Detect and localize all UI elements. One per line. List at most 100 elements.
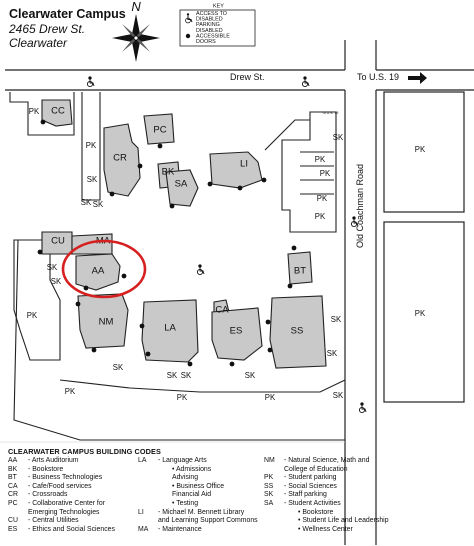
building-cr bbox=[103, 123, 141, 197]
legend-code: NM bbox=[264, 457, 275, 464]
address-line2: Clearwater bbox=[9, 36, 68, 50]
legend-description: • Business Office bbox=[172, 482, 225, 490]
wheelchair-icon bbox=[86, 76, 95, 88]
legend-code: CU bbox=[8, 517, 18, 525]
legend-entry: PC- Collaborative Center for bbox=[8, 500, 140, 509]
lot-label-sk: SK bbox=[333, 133, 344, 142]
legend-description: • Testing bbox=[172, 499, 199, 507]
key-item-1-line1: ACCESS TO bbox=[196, 11, 227, 17]
building-bt bbox=[287, 251, 313, 285]
legend-entry: NM - Natural Science, Math and bbox=[264, 457, 464, 466]
legend-description: - Collaborative Center for bbox=[28, 499, 105, 507]
legend-code: LA bbox=[138, 457, 147, 464]
legend-code bbox=[264, 517, 284, 526]
lot-labels: PK PK SK SK SK SK PK PK PK PK PK PK SK S… bbox=[27, 107, 426, 402]
accessible-door-dot-icon bbox=[185, 33, 191, 39]
legend-code bbox=[138, 466, 158, 475]
lot-label-sk: SK bbox=[181, 371, 192, 380]
legend-description: - Business Technologies bbox=[28, 474, 103, 482]
legend-entry: CR- Crossroads bbox=[8, 491, 140, 500]
building-label-cr: CR bbox=[113, 153, 127, 164]
key-item-2-line3: DOORS bbox=[196, 39, 216, 45]
legend-code: MA bbox=[138, 525, 149, 533]
legend-description: • Student Life and Leadership bbox=[298, 517, 389, 525]
building-es bbox=[211, 307, 263, 361]
compass-rose-icon: N bbox=[112, 0, 160, 62]
building-la bbox=[141, 299, 199, 363]
disabled-parking-icons bbox=[86, 76, 367, 414]
lot-label-pk: PK bbox=[27, 311, 38, 320]
building-label-la: LA bbox=[164, 323, 176, 334]
lot-label-sk: SK bbox=[51, 277, 62, 286]
key-item-1-line3: PARKING bbox=[196, 22, 220, 28]
lot-label-sk: SK bbox=[87, 175, 98, 184]
legend-code bbox=[138, 474, 158, 483]
legend-code bbox=[138, 500, 158, 509]
legend-description: - Cafe/Food services bbox=[28, 482, 92, 490]
building-cc bbox=[41, 99, 73, 127]
road-label-small-us19: To U.S. 19 bbox=[322, 111, 338, 115]
legend-code bbox=[8, 509, 28, 518]
legend-description: - Student parking bbox=[284, 474, 337, 482]
legend-entry: SS- Social Sciences bbox=[264, 483, 464, 492]
legend-description: - Ethics and Social Sciences bbox=[28, 525, 115, 533]
legend-entry: BT - Business Technologies bbox=[8, 474, 140, 483]
legend-code: CA bbox=[8, 482, 18, 490]
campus-title: Clearwater Campus bbox=[9, 7, 126, 21]
legend-entry: SK- Staff parking bbox=[264, 491, 464, 500]
legend-code: AA bbox=[8, 457, 18, 464]
legend-entry: CA - Cafe/Food services bbox=[8, 483, 140, 492]
legend-description: - Natural Science, Math and bbox=[284, 457, 370, 464]
lot-label-sk: SK bbox=[167, 371, 178, 380]
compass-north-label: N bbox=[131, 0, 141, 14]
legend-code: BT bbox=[8, 474, 17, 482]
legend-entry: • Business Office bbox=[138, 483, 266, 492]
building-label-nm: NM bbox=[99, 317, 114, 328]
building-sa bbox=[165, 169, 199, 207]
lot-label-pk: PK bbox=[415, 309, 426, 318]
legend-description: - Arts Auditorium bbox=[28, 457, 79, 464]
legend-description: - Bookstore bbox=[28, 465, 64, 473]
legend-entry: Financial Aid bbox=[138, 491, 266, 500]
legend-code bbox=[264, 466, 284, 475]
legend-description: • Wellness Center bbox=[298, 525, 353, 533]
building-label-li: LI bbox=[240, 159, 248, 170]
building-label-aa: AA bbox=[92, 266, 105, 277]
legend-description: - Student Activities bbox=[284, 499, 341, 507]
wheelchair-icon bbox=[301, 76, 310, 88]
building-label-ca: CA bbox=[215, 305, 229, 316]
legend-description: - Staff parking bbox=[284, 491, 327, 499]
legend-code bbox=[138, 517, 158, 526]
legend-code: SA bbox=[264, 499, 274, 507]
legend-description: - Michael M. Bennett Library bbox=[158, 508, 245, 516]
legend-code: BK bbox=[8, 465, 18, 473]
lot-label-sk: SK bbox=[245, 371, 256, 380]
road-label-drew-st: Drew St. bbox=[230, 72, 265, 82]
legend-description: - Central Utilities bbox=[28, 517, 79, 525]
roads bbox=[5, 40, 474, 545]
legend-title: CLEARWATER CAMPUS BUILDING CODES bbox=[8, 447, 161, 456]
legend-entry: Advising bbox=[138, 474, 266, 483]
lot-label-sk: SK bbox=[81, 198, 92, 207]
lot-label-sk: SK bbox=[113, 363, 124, 372]
legend-entry: LA- Language Arts bbox=[138, 457, 266, 466]
lot-label-sk: SK bbox=[331, 315, 342, 324]
key-title: KEY bbox=[213, 4, 224, 10]
lot-label-pk: PK bbox=[320, 169, 331, 178]
legend-code bbox=[264, 526, 284, 535]
legend-entry: ES- Ethics and Social Sciences bbox=[8, 526, 140, 535]
lot-label-pk: PK bbox=[415, 145, 426, 154]
legend-entry: • Admissions bbox=[138, 466, 266, 475]
arrow-right-icon bbox=[408, 72, 427, 84]
highlight-circle-aa bbox=[61, 239, 147, 299]
parking-lot-east-north bbox=[383, 91, 465, 213]
legend-entry: • Bookstore bbox=[264, 509, 464, 518]
accessible-door-dots bbox=[37, 119, 297, 367]
lot-label-sk: SK bbox=[93, 200, 104, 209]
lot-label-sk: SK bbox=[47, 263, 58, 272]
